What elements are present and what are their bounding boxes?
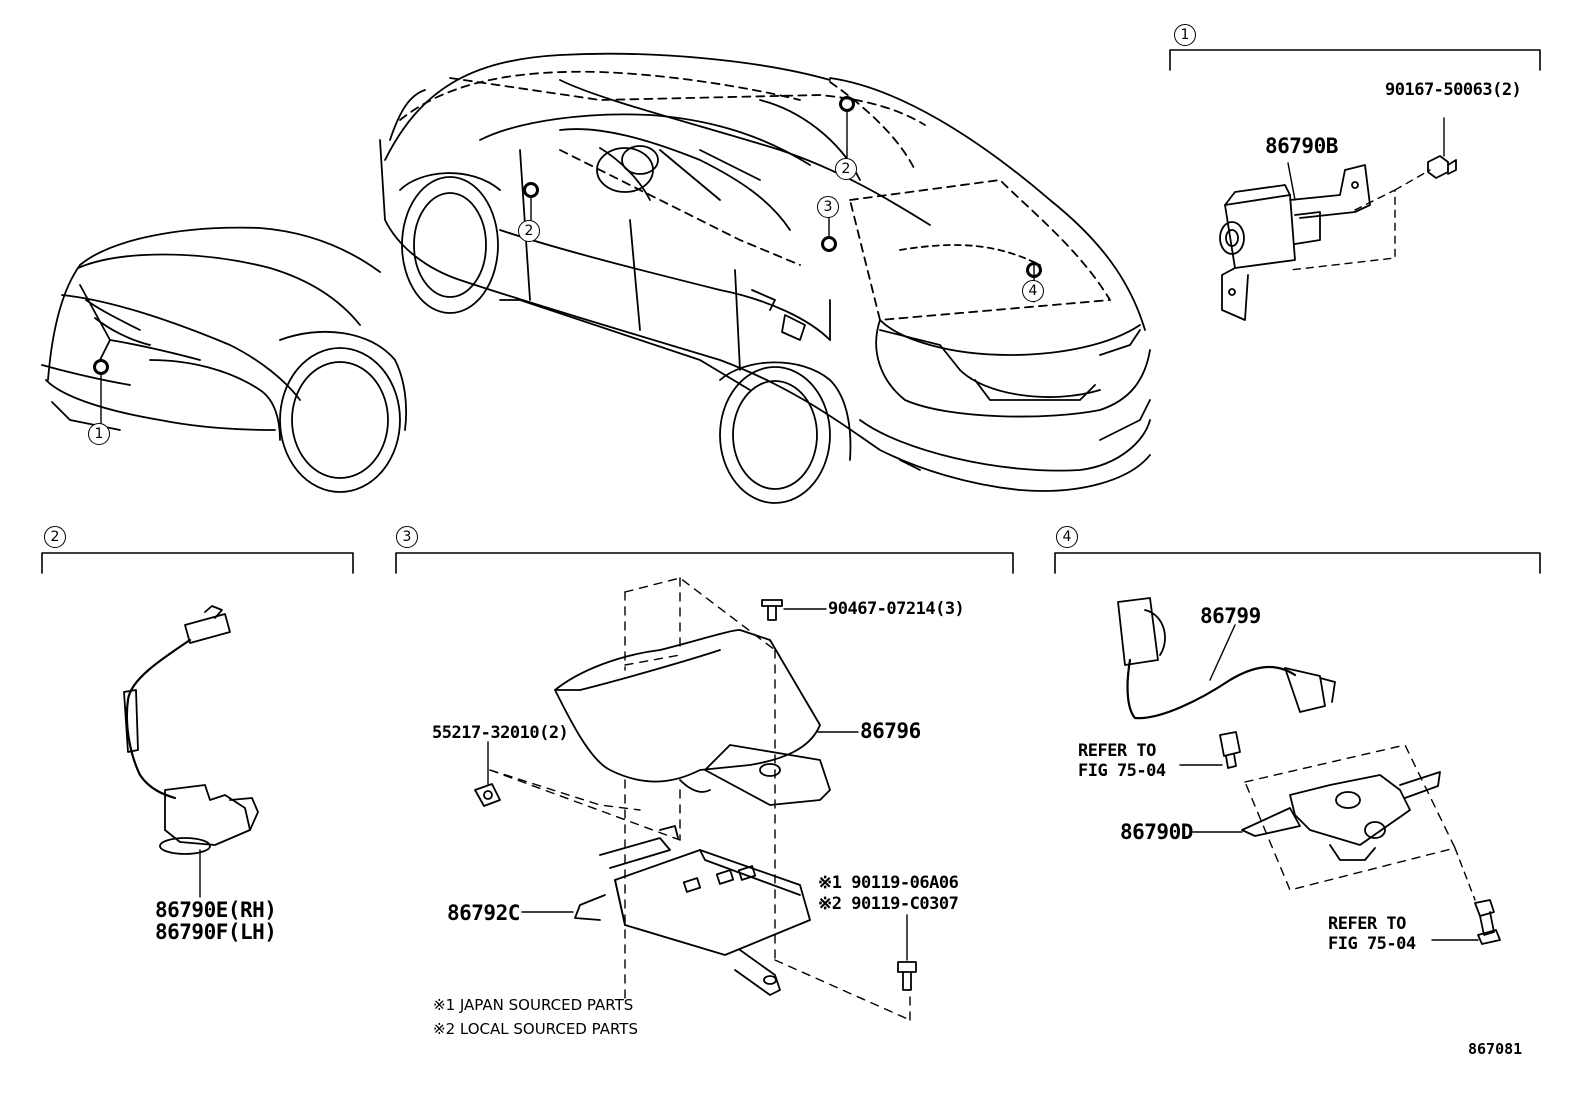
part-86790d[interactable]: 86790D	[1120, 820, 1193, 844]
callout-1-car: 1	[88, 423, 110, 445]
part-86799[interactable]: 86799	[1200, 604, 1261, 628]
callout-3-header: 3	[396, 526, 418, 548]
callout-4-car: 4	[1022, 280, 1044, 302]
ecu-86792c-drawing	[521, 825, 811, 996]
note-local-sourced: ※2 LOCAL SOURCED PARTS	[433, 1020, 638, 1038]
part-90119-06a06[interactable]: ※1 90119-06A06	[818, 873, 959, 893]
nut-55217-drawing	[474, 741, 501, 807]
part-90119-c0307-number: 90119-C0307	[851, 894, 959, 914]
callout-leaders	[93, 96, 1042, 424]
part-86790e-rh[interactable]: 86790E(RH)	[155, 898, 277, 922]
mark-1: ※1	[818, 873, 842, 893]
figure-number: 867081	[1468, 1040, 1523, 1058]
camera-86790b-drawing	[1219, 164, 1431, 321]
harness-86799-drawing	[1117, 597, 1336, 720]
front-bumper-illustration	[41, 226, 408, 493]
section-brackets	[41, 49, 1541, 574]
callout-2-car-left: 2	[518, 220, 540, 242]
callout-2-car-right: 2	[835, 158, 857, 180]
part-90119-c0307[interactable]: ※2 90119-C0307	[818, 894, 959, 914]
part-86790b[interactable]: 86790B	[1265, 134, 1338, 158]
camera-86790ef-drawing	[123, 605, 259, 898]
bolt-90467-drawing	[761, 599, 827, 621]
callout-2-header: 2	[44, 526, 66, 548]
refer-fig-line1-b[interactable]: REFER TO	[1328, 914, 1406, 934]
car-illustration	[379, 52, 1151, 504]
cover-dashed-guides	[489, 577, 911, 1021]
callout-3-car: 3	[817, 196, 839, 218]
refer-fig-line1-a[interactable]: REFER TO	[1078, 741, 1156, 761]
part-90119-06a06-number: 90119-06A06	[851, 873, 959, 893]
part-55217-32010[interactable]: 55217-32010(2)	[432, 723, 569, 743]
note-japan-sourced: ※1 JAPAN SOURCED PARTS	[433, 996, 634, 1014]
bolt-90119-drawing	[897, 914, 917, 991]
part-86792c[interactable]: 86792C	[447, 901, 520, 925]
callout-4-header: 4	[1056, 526, 1078, 548]
part-86790f-lh[interactable]: 86790F(LH)	[155, 920, 277, 944]
bolt-refer-drawing	[1431, 899, 1501, 945]
part-90467-07214[interactable]: 90467-07214(3)	[828, 599, 965, 619]
refer-fig-line2-a[interactable]: FIG 75-04	[1078, 761, 1166, 781]
callout-1-header: 1	[1174, 24, 1196, 46]
mark-2: ※2	[818, 894, 842, 914]
clip-drawing	[1179, 731, 1241, 769]
camera-86790d-drawing	[1192, 744, 1476, 901]
part-86796[interactable]: 86796	[860, 719, 921, 743]
refer-fig-line2-b[interactable]: FIG 75-04	[1328, 934, 1416, 954]
bolt-90167-drawing	[1427, 117, 1457, 179]
cover-86796-drawing	[554, 629, 831, 806]
part-90167-50063[interactable]: 90167-50063(2)	[1385, 80, 1522, 100]
